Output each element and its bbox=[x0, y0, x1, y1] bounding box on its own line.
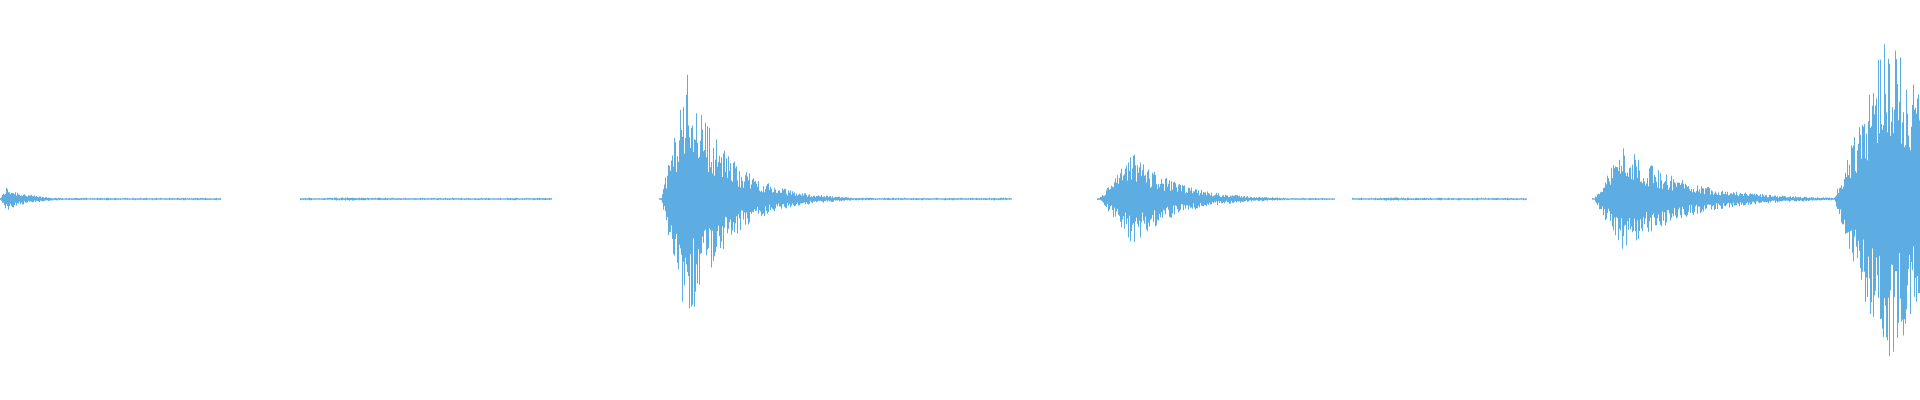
waveform-trace bbox=[0, 44, 1920, 356]
